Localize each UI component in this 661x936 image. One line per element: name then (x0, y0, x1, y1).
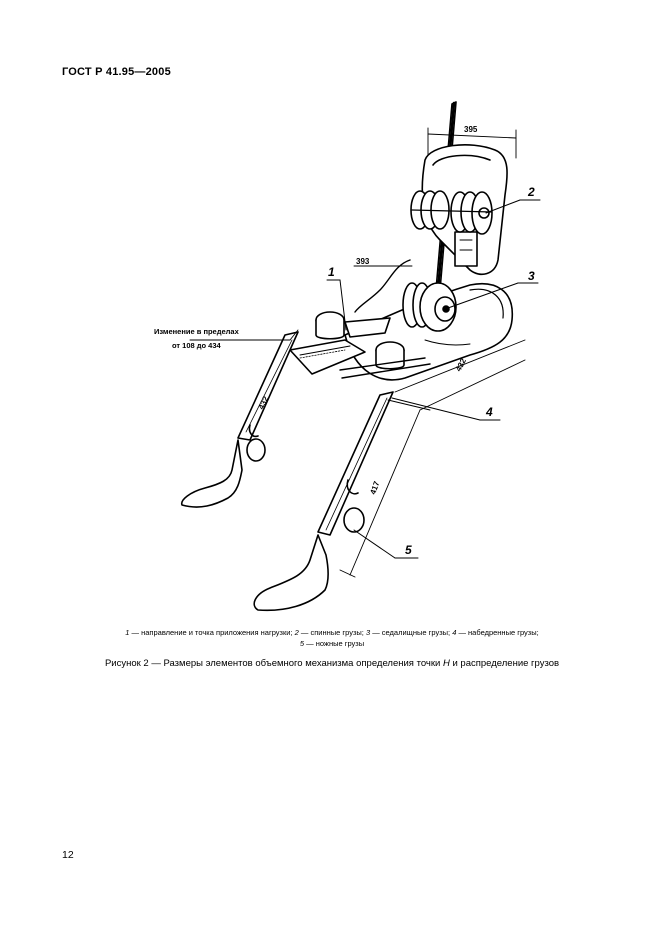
document-header: ГОСТ Р 41.95—2005 (62, 66, 171, 78)
label-2: 2 (527, 185, 535, 199)
back-weights (410, 190, 493, 235)
legend-num: 3 (365, 628, 371, 637)
dimension-lines (189, 127, 526, 578)
legend-text: — направление и точка приложения нагрузк… (129, 628, 295, 637)
left-leg (181, 331, 299, 508)
legend-text: — ножные грузы (304, 639, 365, 648)
label-1: 1 (328, 265, 335, 279)
legend-num: 2 (294, 628, 299, 637)
legend-num: 4 (452, 628, 457, 637)
knee-platform (289, 317, 391, 375)
range-note-line-1: Изменение в пределах (154, 327, 240, 336)
dimension-395: 395 (464, 125, 478, 134)
right-leg (253, 391, 394, 612)
legend-text: — спинные грузы; (298, 628, 366, 637)
legend-text: — седалищные грузы; (370, 628, 453, 637)
caption-symbol: H (442, 658, 450, 669)
legend-num: 1 (125, 628, 130, 637)
caption-text-end: и распределение грузов (449, 658, 560, 669)
dimension-393: 393 (356, 257, 370, 266)
label-3: 3 (528, 269, 535, 283)
page-number: 12 (62, 849, 74, 861)
seat-weights (402, 282, 457, 332)
dimension-417: 417 (368, 480, 381, 496)
legend-num: 5 (299, 639, 305, 648)
range-note-line-2: от 108 до 434 (172, 341, 222, 350)
caption-text: Рисунок 2 — Размеры элементов объемного … (104, 658, 443, 669)
label-5: 5 (405, 543, 412, 557)
figure-legend: 1 — направление и точка приложения нагру… (62, 627, 602, 649)
leader-lines (326, 199, 541, 559)
legend-text: — набедренные грузы; (456, 628, 539, 637)
label-4: 4 (485, 405, 493, 419)
thigh-weights (315, 311, 405, 370)
figure-caption: Рисунок 2 — Размеры элементов объемного … (62, 658, 602, 669)
